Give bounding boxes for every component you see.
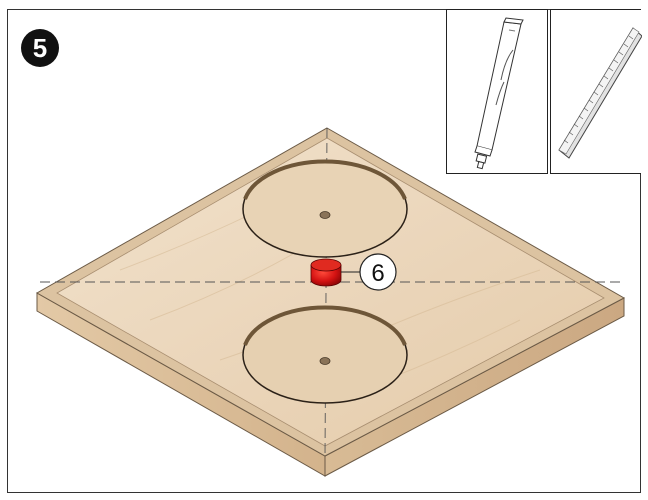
upper-cutout: [242, 159, 408, 258]
lower-cutout: [242, 305, 408, 404]
wood-grain: [119, 199, 541, 391]
glue-tube-icon: [474, 17, 524, 170]
tools-panel: [446, 9, 642, 175]
part-callout: 6: [341, 253, 397, 291]
ruler-icon: [558, 27, 642, 159]
step-number: 5: [32, 33, 48, 63]
tool-box-glue: [446, 9, 548, 174]
tool-box-ruler: [550, 9, 642, 174]
step-number-badge: 5: [21, 29, 59, 67]
callout-number: 6: [371, 260, 384, 287]
red-plug: [310, 258, 342, 287]
